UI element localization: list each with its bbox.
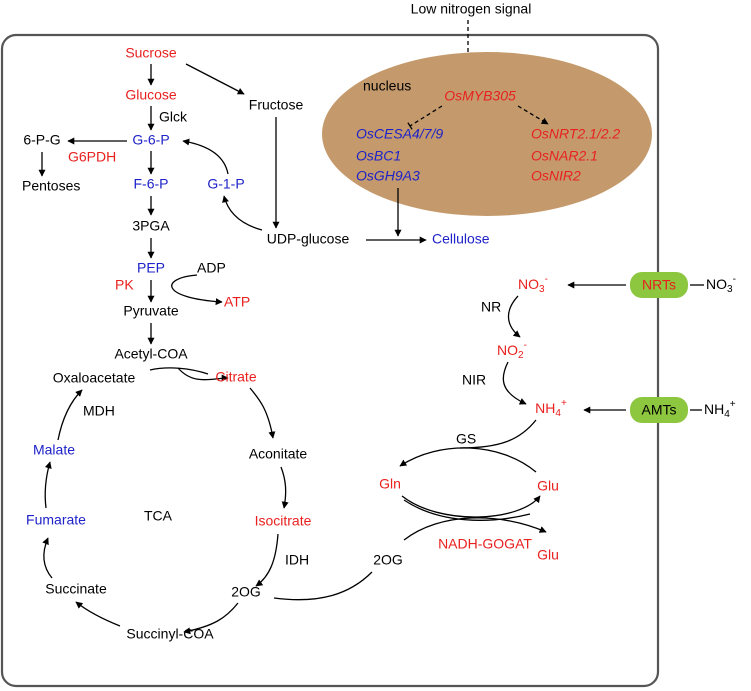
external-no3: NO3- — [706, 274, 736, 295]
g6pdh-label: G6PDH — [68, 149, 116, 165]
myb-activate-arrow — [517, 105, 549, 125]
nucleus — [322, 52, 652, 216]
oxaloacetate: Oxaloacetate — [53, 370, 136, 386]
myb-repress-line — [407, 105, 443, 130]
atp: ATP — [224, 294, 250, 310]
pyruvate: Pyruvate — [123, 303, 178, 319]
no3: NO3- — [518, 274, 548, 295]
malate: Malate — [33, 442, 75, 458]
nucleus-label: nucleus — [363, 78, 411, 94]
gene-osmyb305: OsMYB305 — [444, 88, 516, 104]
six-p-g: 6-P-G — [23, 132, 60, 148]
nadh-gogat-label: NADH-GOGAT — [438, 536, 532, 552]
adp: ADP — [197, 260, 226, 276]
isocitrate: Isocitrate — [255, 513, 312, 529]
pk-label: PK — [115, 277, 134, 293]
arrow-udp-g1p — [222, 195, 263, 231]
3pga: 3PGA — [132, 218, 170, 234]
tca-2og: 2OG — [231, 584, 261, 600]
arrow-succinyl-succinate — [75, 601, 121, 627]
acetyl-coa: Acetyl-COA — [114, 346, 188, 362]
gs-label: GS — [456, 431, 476, 447]
amts-transporter — [630, 397, 688, 423]
arrow-2og-to-gogat — [273, 571, 373, 601]
no2: NO2- — [497, 340, 527, 361]
low-nitrogen-signal-label: Low nitrogen signal — [411, 1, 532, 17]
arrow-citrate-aconitate — [249, 387, 276, 439]
nrts-label: NRTs — [642, 277, 676, 293]
amts-label: AMTs — [642, 402, 677, 418]
idh-label: IDH — [285, 552, 309, 568]
arrow-malate-oxaloacetate — [57, 389, 83, 441]
arrow-2og-succinyl — [183, 602, 239, 635]
glu-2: Glu — [537, 547, 559, 563]
fructose: Fructose — [249, 97, 304, 113]
g6p: G-6-P — [132, 132, 169, 148]
gogat-cross-1 — [403, 517, 547, 541]
nrts-transporter — [630, 272, 688, 298]
arrow-isocitrate-2og — [255, 533, 279, 587]
arrow-acetyl-citrate — [177, 367, 229, 382]
arrow-no2-nh4 — [502, 361, 527, 405]
succinate: Succinate — [45, 581, 107, 597]
glu-1: Glu — [537, 478, 559, 494]
arrow-g1p-g6p — [182, 138, 229, 175]
sucrose: Sucrose — [125, 45, 177, 61]
gene-osgh9a3: OsGH9A3 — [356, 168, 420, 184]
fumarate: Fumarate — [26, 512, 86, 528]
gene-osbc1: OsBC1 — [356, 148, 401, 164]
nr-label: NR — [481, 299, 501, 315]
cell-membrane — [0, 33, 660, 688]
citrate: Citrate — [215, 369, 256, 385]
gogat-cycle-bottom — [401, 495, 541, 518]
gene-oscesa: OsCESA4/7/9 — [356, 126, 443, 142]
arrow-sucrose-fructose — [185, 63, 245, 95]
g1p: G-1-P — [207, 176, 244, 192]
arrow-no3-no2 — [507, 295, 521, 338]
cellulose: Cellulose — [432, 231, 490, 247]
mdh-label: MDH — [83, 403, 115, 419]
tca-label: TCA — [144, 508, 173, 524]
succinyl-coa: Succinyl-COA — [126, 626, 214, 642]
arrow-aconitate-isocitrate — [280, 466, 289, 509]
gene-osnar: OsNAR2.1 — [531, 148, 598, 164]
arrow-fumarate-malate — [44, 461, 52, 509]
pep: PEP — [137, 260, 165, 276]
nir-label: NIR — [462, 372, 486, 388]
aconitate: Aconitate — [249, 446, 308, 462]
gogat-cross-2 — [403, 499, 531, 521]
arrow-oxaloacetate-citrate — [149, 367, 209, 375]
f6p: F-6-P — [134, 176, 169, 192]
adp-atp-curve — [171, 274, 223, 306]
nitrogen-2og: 2OG — [373, 552, 403, 568]
gene-osnrt: OsNRT2.1/2.2 — [531, 126, 620, 142]
glck-label: Glck — [159, 109, 188, 125]
glucose: Glucose — [125, 87, 177, 103]
external-nh4: NH4+ — [704, 399, 736, 420]
gs-cycle-top — [399, 447, 537, 473]
pentoses: Pentoses — [22, 178, 80, 194]
gene-osnir2: OsNIR2 — [531, 168, 581, 184]
nh4: NH4+ — [535, 398, 567, 419]
gln: Gln — [379, 476, 401, 492]
arrow-succinate-fumarate — [42, 537, 53, 579]
udp-glucose: UDP-glucose — [267, 231, 350, 247]
